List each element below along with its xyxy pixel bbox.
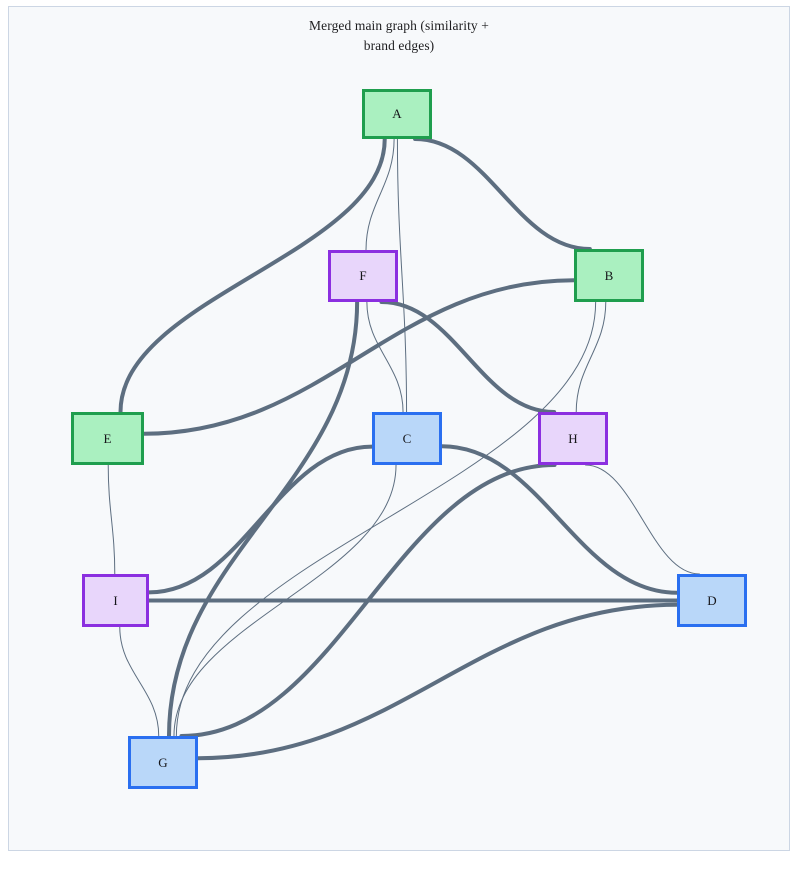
graph-edge-h-d <box>585 464 700 575</box>
graph-canvas: Merged main graph (similarity + brand ed… <box>8 6 790 851</box>
graph-node-f[interactable]: F <box>328 250 398 302</box>
graph-edge-i-g <box>119 626 160 737</box>
graph-edge-a-b <box>413 137 592 251</box>
graph-node-label: G <box>158 754 168 770</box>
graph-edge-c-i <box>147 444 374 595</box>
graph-edge-b-h <box>575 301 607 413</box>
graph-node-b[interactable]: B <box>574 249 644 302</box>
graph-edge-b-g <box>175 301 597 737</box>
graph-node-label: A <box>392 106 402 121</box>
graph-edge-f-c <box>366 301 404 413</box>
graph-node-label: I <box>113 592 118 608</box>
graph-node-e[interactable]: E <box>71 412 144 465</box>
graph-edge-d-g <box>196 602 679 761</box>
graph-edge-e-i <box>107 464 116 575</box>
graph-node-c[interactable]: C <box>372 412 442 465</box>
graph-node-label: E <box>103 430 112 446</box>
graph-node-label: C <box>402 430 412 446</box>
graph-node-label: F <box>359 268 367 283</box>
graph-edge-f-h <box>379 300 557 414</box>
graph-node-a[interactable]: A <box>362 89 432 139</box>
graph-edge-b-e <box>142 278 576 436</box>
graph-node-h[interactable]: H <box>538 412 608 465</box>
graph-edge-c-d <box>440 444 679 595</box>
graph-node-d[interactable]: D <box>677 574 747 627</box>
graph-node-label: H <box>568 430 578 446</box>
graph-edge-a-c <box>396 138 408 413</box>
graph-node-label: D <box>707 592 717 608</box>
page-title: Merged main graph (similarity + brand ed… <box>309 18 489 53</box>
graph-node-label: B <box>604 267 614 283</box>
graph-node-g[interactable]: G <box>128 736 198 789</box>
graph-edge-f-g <box>166 300 360 738</box>
graph-node-i[interactable]: I <box>82 574 149 627</box>
graph-edge-c-g <box>173 464 397 737</box>
graph-edge-h-g <box>179 463 557 738</box>
graph-edge-a-f <box>365 138 395 251</box>
